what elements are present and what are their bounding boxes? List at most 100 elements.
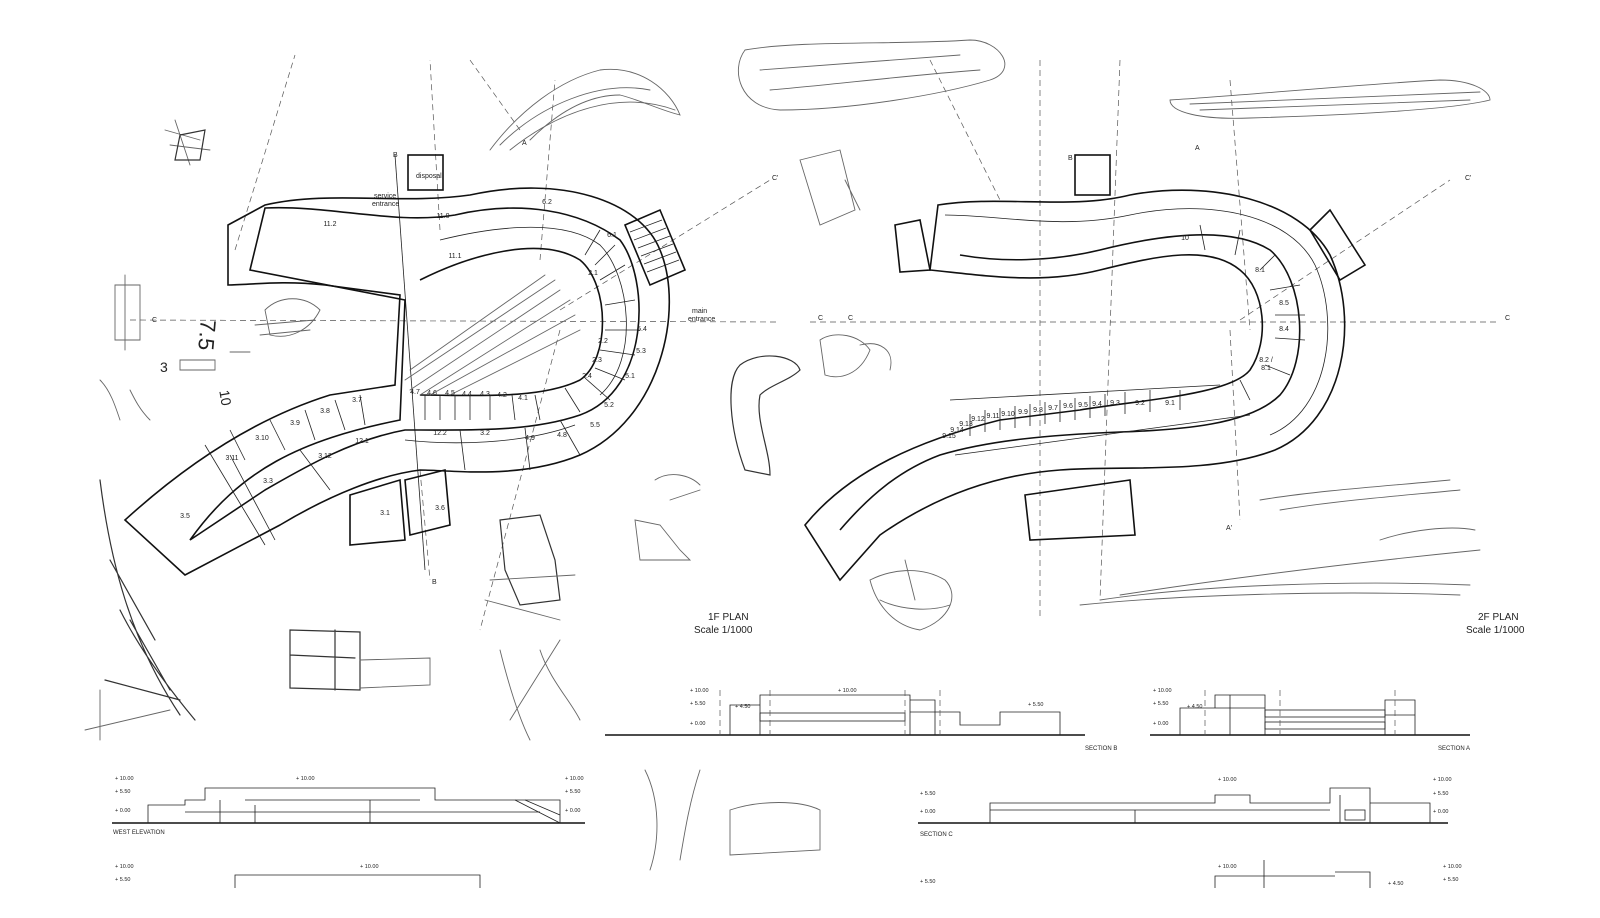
plan-2f-title: 2F PLAN [1478, 612, 1519, 623]
level-marker: + 10.00 [838, 688, 857, 694]
west-elevation-drawing: + 10.00 + 5.50 + 0.00 + 10.00 + 10.00 + … [112, 776, 585, 836]
room-label: 3.5 [180, 513, 190, 520]
plan-1f-courtyard [419, 247, 604, 397]
plan-1f-courtyard-hatch [404, 274, 581, 396]
plan-1f-annex-3-6 [404, 468, 451, 537]
level-marker: + 5.50 [115, 789, 130, 795]
west-elevation-label: WEST ELEVATION [113, 830, 165, 836]
sketch-note: 10 [216, 389, 234, 407]
section-mark-a-prime: A' [1226, 525, 1232, 532]
sketch-note: 3 [160, 359, 168, 375]
room-label: 5.4 [637, 326, 647, 333]
level-marker: + 0.00 [565, 808, 580, 814]
room-label: 4.9 [525, 435, 535, 442]
section-a-label: SECTION A [1438, 746, 1470, 752]
section-mark-a: A [522, 140, 527, 147]
room-label: 3.7 [352, 397, 362, 404]
plan-1f-inner-wall [189, 206, 640, 541]
section-mark-a: A [1195, 145, 1200, 152]
room-label: 2.2 [598, 338, 608, 345]
room-label: 4.8 [557, 432, 567, 439]
level-marker: + 10.00 [1218, 864, 1237, 870]
level-marker: + 5.50 [1153, 701, 1168, 707]
pencil-sketches: 7.5 10 3 [84, 39, 1491, 871]
section-mark-b: B [393, 152, 398, 159]
level-marker: + 0.00 [1433, 809, 1448, 815]
room-label: 5.3 [636, 348, 646, 355]
room-label: 3.11 [225, 455, 238, 462]
section-c-label: SECTION C [920, 832, 953, 838]
room-label: 3.10 [255, 435, 269, 442]
room-label: 9.3 [1110, 400, 1120, 407]
room-label: 9.5 [1078, 402, 1088, 409]
plan-2f-scale: Scale 1/1000 [1466, 625, 1525, 636]
room-label: 3.9 [290, 420, 300, 427]
level-marker: + 10.00 [1218, 777, 1237, 783]
room-label: 3.1 [380, 510, 390, 517]
service-entrance-label: entrance [372, 201, 399, 208]
plan-2f-annex-bottom [1024, 479, 1136, 541]
room-label: 9.12 [971, 416, 985, 423]
room-label: 4.1 [518, 395, 528, 402]
bottom-left-elevation: + 10.00 + 5.50 + 10.00 [115, 864, 481, 888]
room-label: 4.5 [445, 390, 455, 397]
room-label: 6.2 [542, 199, 552, 206]
section-mark-c: C [848, 315, 853, 322]
level-marker: + 10.00 [1443, 864, 1462, 870]
level-marker: + 10.00 [115, 776, 134, 782]
plan-2f-annex-top [1074, 154, 1111, 196]
plan-1f-room-dividers [229, 229, 640, 491]
room-label: 11.0 [436, 213, 449, 220]
plan-2f-annotations: B A A' C' C C 2F PLAN Scale 1/1000 [848, 145, 1525, 636]
room-label: 12.1 [355, 438, 369, 445]
room-label: 5.2 [604, 402, 614, 409]
plan-1f-scale: Scale 1/1000 [694, 625, 753, 636]
room-label: 9.2 [1135, 400, 1145, 407]
level-marker: + 0.00 [1153, 721, 1168, 727]
section-c-drawing: + 5.50 + 0.00 + 10.00 + 10.00 + 5.50 + 0… [918, 777, 1452, 838]
room-label: 9.13 [959, 421, 973, 428]
room-label: 9.11 [986, 413, 999, 420]
level-marker: + 5.50 [690, 701, 705, 707]
plan-2f-room-numbers: 10 8.1 8.5 8.4 8.2 / 8.1 9.1 9.2 9.3 9.4… [942, 235, 1289, 440]
plan-1f-auditorium [623, 208, 687, 287]
main-entrance-label: entrance [688, 316, 715, 323]
section-b-drawing: + 10.00 + 5.50 + 0.00 + 4.50 + 10.00 + 5… [605, 688, 1117, 752]
room-label: 4.6 [427, 390, 437, 397]
section-mark-c: C [1505, 315, 1510, 322]
level-marker: + 5.50 [920, 879, 935, 885]
level-marker: + 4.50 [1187, 704, 1202, 710]
room-label: 9.14 [950, 427, 964, 434]
room-label: 9.6 [1063, 403, 1073, 410]
section-mark-c-prime: C' [772, 175, 778, 182]
plan-2f: 10 8.1 8.5 8.4 8.2 / 8.1 9.1 9.2 9.3 9.4… [804, 59, 1525, 636]
room-label: 6.1 [607, 232, 617, 239]
main-entrance-label: main [692, 308, 707, 315]
level-marker: + 5.50 [1433, 791, 1448, 797]
section-mark-c: C [818, 315, 823, 322]
plan-1f-annotations: service entrance disposal main entrance … [152, 140, 823, 636]
room-label: 4.3 [480, 391, 490, 398]
room-label: 9.10 [1001, 411, 1015, 418]
level-marker: + 10.00 [296, 776, 315, 782]
section-mark-c: C [152, 317, 157, 324]
room-label: 9.15 [942, 433, 956, 440]
plan-2f-axes [810, 59, 1500, 620]
level-marker: + 4.50 [1388, 881, 1403, 887]
plan-1f-outer-wall [123, 187, 671, 576]
disposal-label: disposal [416, 173, 442, 180]
room-label: 8.1 [1261, 365, 1271, 372]
room-label: 9.1 [1165, 400, 1175, 407]
service-entrance-label: service [374, 193, 396, 200]
section-mark-b: B [432, 579, 437, 586]
level-marker: + 10.00 [115, 864, 134, 870]
room-label: 5.1 [625, 373, 635, 380]
level-marker: + 5.50 [920, 791, 935, 797]
level-marker: + 5.50 [1028, 702, 1043, 708]
plan-1f-disposal-block [407, 154, 444, 191]
room-label: 2.1 [588, 270, 598, 277]
plan-2f-room-dividers [969, 224, 1306, 436]
plan-1f: 6.2 11.0 11.2 11.1 6.1 2.1 5.4 5.3 2.2 2… [123, 54, 823, 636]
level-marker: + 0.00 [920, 809, 935, 815]
